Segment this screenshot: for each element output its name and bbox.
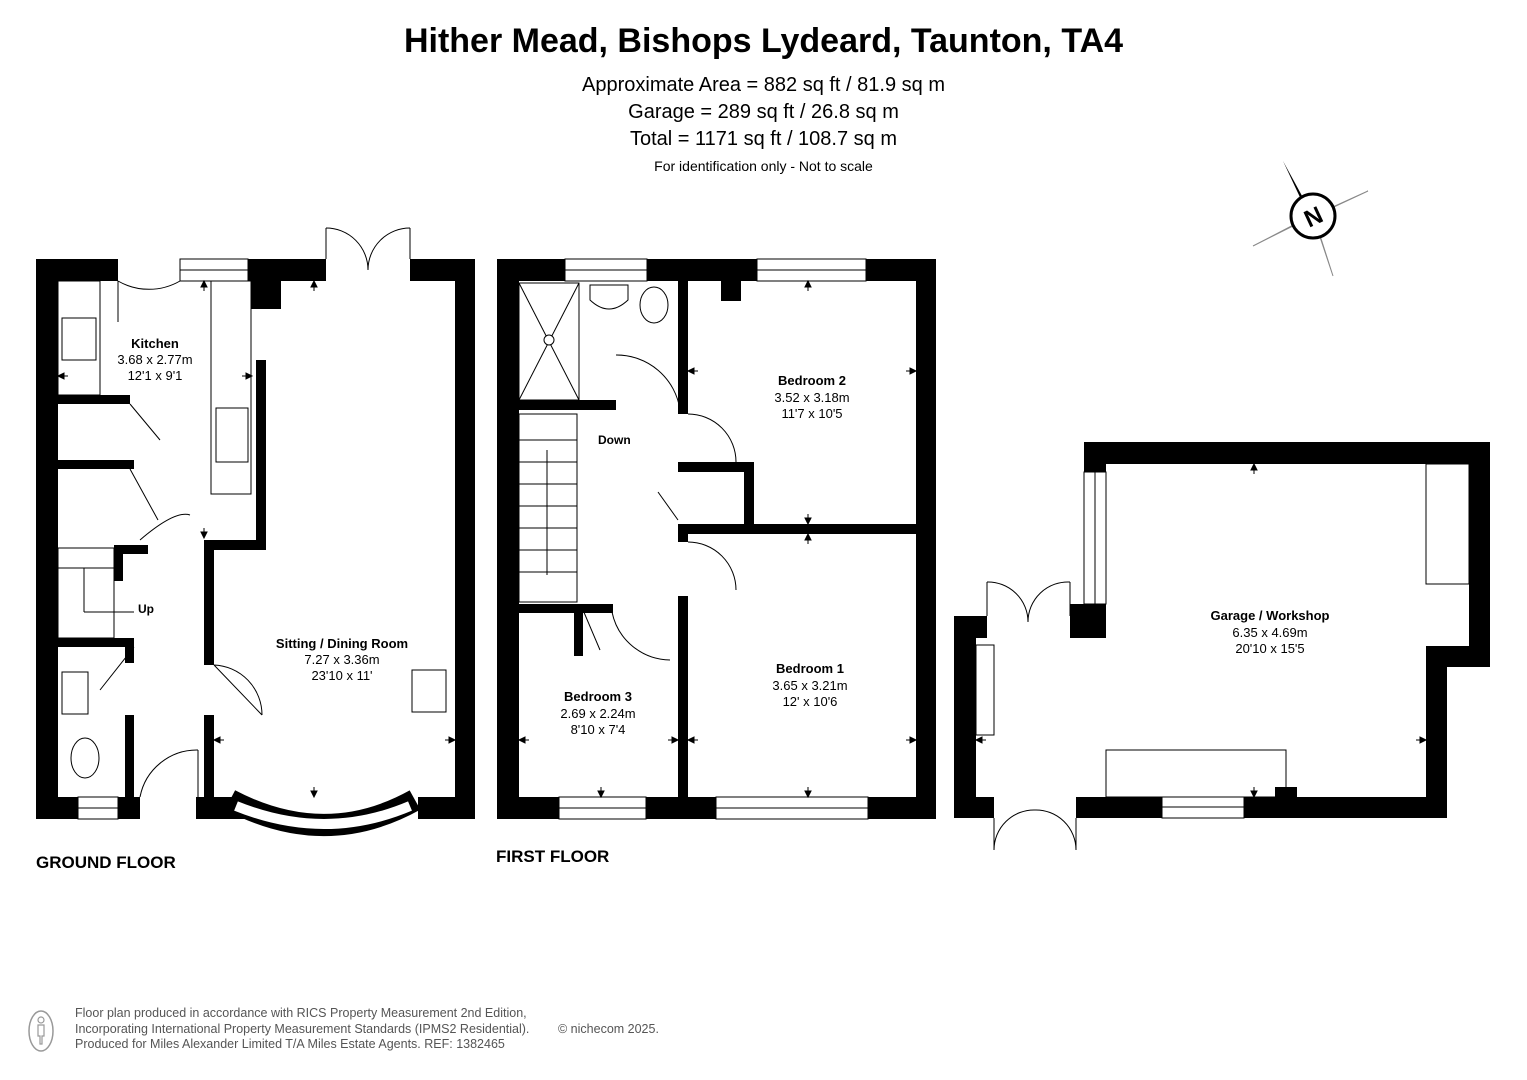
room-bedroom-3: Bedroom 3 2.69 x 2.24m 8'10 x 7'4 [560, 689, 635, 737]
north-compass-icon: N [1252, 161, 1369, 277]
room-name: Bedroom 2 [778, 373, 846, 388]
ground-floor-label: GROUND FLOOR [36, 853, 176, 872]
room-imperial: 8'10 x 7'4 [571, 722, 626, 737]
footer-disclaimer: Floor plan produced in accordance with R… [75, 1006, 529, 1053]
footer-line-3: Produced for Miles Alexander Limited T/A… [75, 1037, 505, 1051]
first-floor-plan [497, 259, 936, 819]
approximate-area: Approximate Area = 882 sq ft / 81.9 sq m [582, 74, 945, 96]
room-metric: 6.35 x 4.69m [1232, 625, 1307, 640]
garage-plan [954, 442, 1490, 818]
room-garage-workshop: Garage / Workshop 6.35 x 4.69m 20'10 x 1… [1211, 608, 1330, 656]
ground-floor-plan [36, 259, 475, 819]
copyright: © nichecom 2025. [558, 1022, 659, 1036]
room-name: Kitchen [131, 336, 179, 351]
room-name: Sitting / Dining Room [276, 636, 408, 651]
person-scale-icon [28, 1010, 54, 1052]
room-sitting-dining: Sitting / Dining Room 7.27 x 3.36m 23'10… [276, 636, 408, 683]
room-metric: 2.69 x 2.24m [560, 706, 635, 721]
first-floor-label: FIRST FLOOR [496, 847, 609, 866]
footer-line-2: Incorporating International Property Mea… [75, 1021, 530, 1036]
room-name: Bedroom 3 [564, 689, 632, 704]
room-imperial: 12'1 x 9'1 [128, 368, 183, 383]
room-bedroom-2: Bedroom 2 3.52 x 3.18m 11'7 x 10'5 [774, 373, 849, 421]
plan-title: Hither Mead, Bishops Lydeard, Taunton, T… [403, 22, 1124, 60]
room-metric: 3.68 x 2.77m [117, 352, 192, 367]
room-name: Bedroom 1 [776, 661, 844, 676]
garage-area: Garage = 289 sq ft / 26.8 sq m [628, 101, 899, 123]
room-imperial: 12' x 10'6 [783, 694, 838, 709]
room-metric: 3.65 x 3.21m [772, 678, 847, 693]
room-name: Garage / Workshop [1211, 608, 1330, 623]
total-area: Total = 1171 sq ft / 108.7 sq m [629, 128, 897, 150]
room-kitchen: Kitchen 3.68 x 2.77m 12'1 x 9'1 [117, 336, 192, 383]
footer-line-1: Floor plan produced in accordance with R… [75, 1006, 527, 1020]
room-imperial: 20'10 x 15'5 [1235, 641, 1304, 656]
room-imperial: 23'10 x 11' [311, 668, 372, 683]
dimension-markers [56, 279, 1428, 799]
room-imperial: 11'7 x 10'5 [781, 406, 842, 421]
room-bedroom-1: Bedroom 1 3.65 x 3.21m 12' x 10'6 [772, 661, 847, 709]
room-metric: 3.52 x 3.18m [774, 390, 849, 405]
room-metric: 7.27 x 3.36m [304, 652, 379, 667]
stairs-up-label: Up [138, 602, 154, 616]
scale-note: For identification only - Not to scale [654, 158, 873, 174]
stairs-down-label: Down [598, 433, 631, 447]
